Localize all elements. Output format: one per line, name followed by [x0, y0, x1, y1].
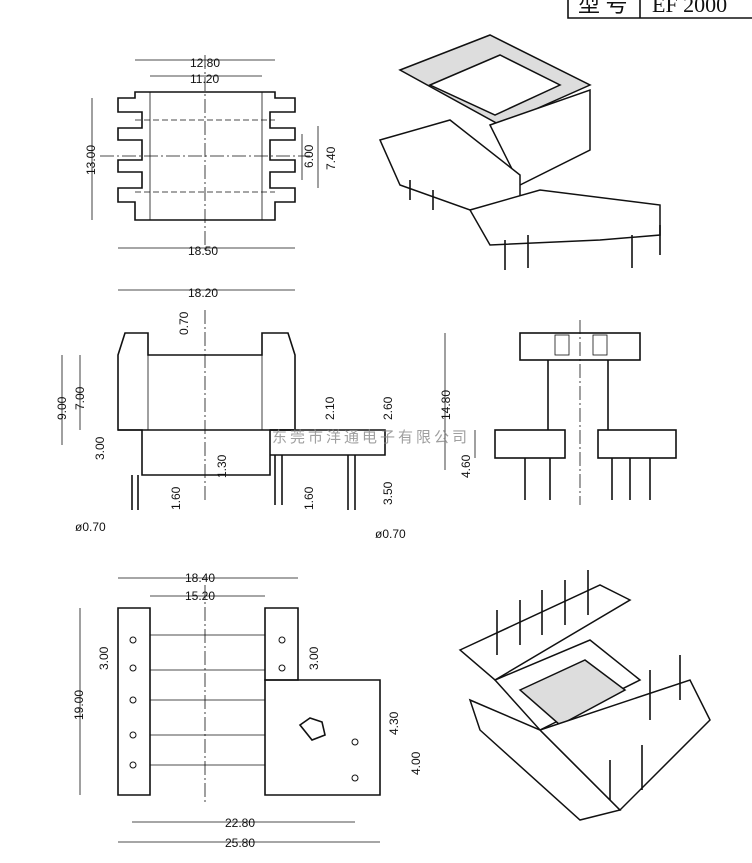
top-view: 12.80 11.20 13.00 6.00 7.40 18.50 — [84, 55, 338, 258]
dim-3-00: 3.00 — [93, 436, 107, 460]
dim-19-00: 19.00 — [72, 690, 86, 720]
dim-4-60: 4.60 — [459, 454, 473, 478]
dim-1-60-right: 1.60 — [302, 486, 316, 510]
dim-3-50: 3.50 — [381, 481, 395, 505]
dim-3-00-left: 3.00 — [97, 646, 111, 670]
dim-22-80: 22.80 — [225, 816, 255, 830]
dim-1-60-left: 1.60 — [169, 486, 183, 510]
dim-14-80: 14.80 — [439, 390, 453, 420]
title-block: 型 号 EF 2000 — [567, 0, 752, 19]
watermark: 东莞市洋通电子有限公司 — [272, 429, 470, 446]
isometric-view-bottom — [458, 570, 711, 821]
dim-dia-0-70-left: ø0.70 — [75, 520, 106, 534]
dim-13-00: 13.00 — [84, 145, 98, 175]
bottom-view: 18.40 15.20 3.00 3.00 19.00 4.30 4.00 22… — [72, 571, 423, 850]
dim-18-50: 18.50 — [188, 244, 218, 258]
dim-3-00-right: 3.00 — [307, 646, 321, 670]
dim-11-20: 11.20 — [190, 72, 219, 86]
dim-25-80: 25.80 — [225, 836, 255, 850]
title-label: 型 号 — [578, 0, 628, 17]
side-view: 18.20 0.70 9.00 7.00 3.00 1.30 1.60 ø0.7… — [55, 286, 406, 541]
end-view: 14.80 4.60 — [439, 320, 677, 505]
dim-12-80: 12.80 — [190, 56, 220, 70]
dim-dia-0-70-right: ø0.70 — [375, 527, 406, 541]
isometric-view-top — [378, 34, 661, 270]
dim-2-10: 2.10 — [323, 396, 337, 420]
dim-15-20: 15.20 — [185, 589, 215, 603]
dim-4-30: 4.30 — [387, 711, 401, 735]
model-number: EF 2000 — [652, 0, 727, 17]
dim-1-30: 1.30 — [215, 454, 229, 478]
dim-18-20: 18.20 — [188, 286, 218, 300]
dim-2-60: 2.60 — [381, 396, 395, 420]
dim-7-40: 7.40 — [324, 146, 338, 170]
dim-7-00: 7.00 — [73, 386, 87, 410]
dim-9-00: 9.00 — [55, 396, 69, 420]
dim-18-40: 18.40 — [185, 571, 215, 585]
dim-0-70: 0.70 — [177, 311, 191, 335]
dim-6-00: 6.00 — [302, 144, 316, 168]
dim-4-00: 4.00 — [409, 751, 423, 775]
